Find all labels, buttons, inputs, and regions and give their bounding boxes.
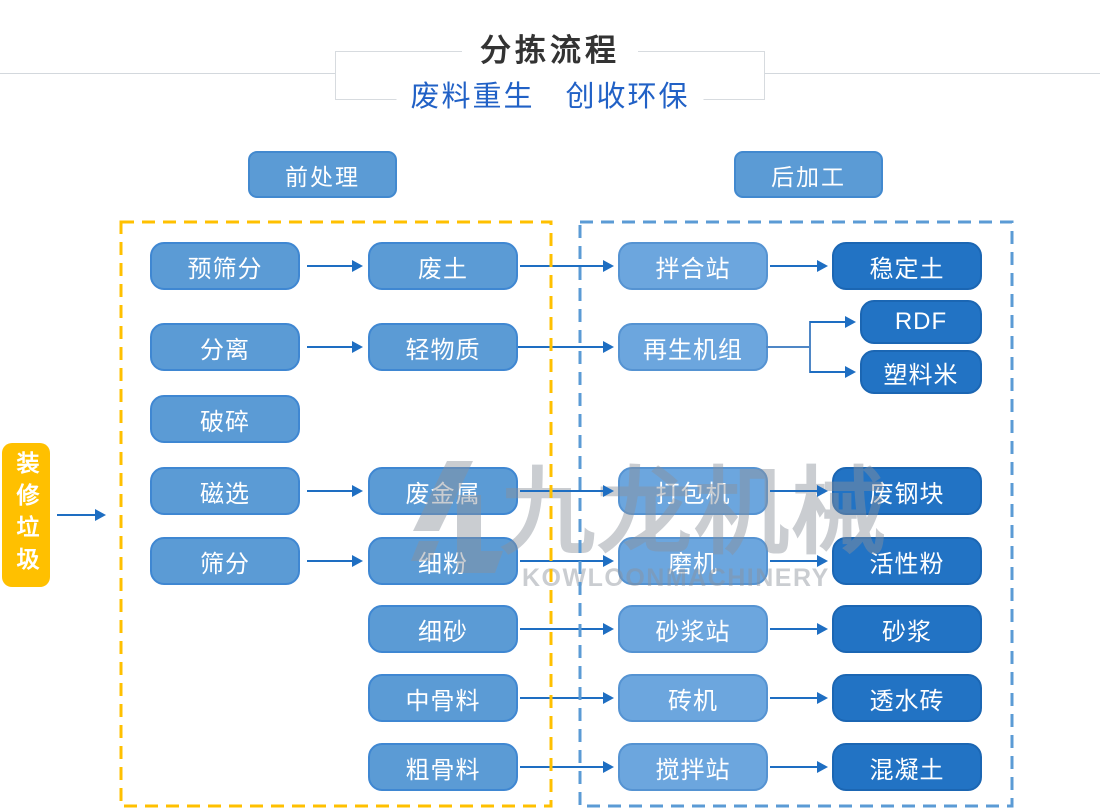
node-mortar-station: 砂浆站 — [618, 605, 768, 653]
arrow-fork-to-plasticpellets — [810, 371, 854, 373]
node-batching-station: 搅拌站 — [618, 743, 768, 791]
stage-label-preprocessing: 前处理 — [248, 151, 397, 198]
node-separation: 分离 — [150, 323, 300, 371]
connector-recyclingunit-stub — [766, 346, 810, 348]
node-crushing: 破碎 — [150, 395, 300, 443]
node-fine-powder: 细粉 — [368, 537, 518, 585]
node-medium-aggregate: 中骨料 — [368, 674, 518, 722]
arrow-source-to-preprocessing — [57, 514, 104, 516]
node-scrap-metal: 废金属 — [368, 467, 518, 515]
node-plastic-pellets: 塑料米 — [860, 350, 982, 394]
node-light-material: 轻物质 — [368, 323, 518, 371]
page-subtitle: 废料重生 创收环保 — [396, 80, 704, 115]
node-magnetic-separation: 磁选 — [150, 467, 300, 515]
arrow-finepowder-to-mill — [520, 560, 612, 562]
node-rdf: RDF — [860, 300, 982, 344]
node-mortar: 砂浆 — [832, 605, 982, 653]
node-pre-screening: 预筛分 — [150, 242, 300, 290]
node-baler: 打包机 — [618, 467, 768, 515]
node-concrete: 混凝土 — [832, 743, 982, 791]
arrow-mortarstation-to-mortar — [770, 628, 826, 630]
arrow-lightmaterial-to-recyclingunit — [518, 346, 612, 348]
node-mill: 磨机 — [618, 537, 768, 585]
node-brick-machine: 砖机 — [618, 674, 768, 722]
arrow-mixingstation-to-stabilizedsoil — [770, 265, 826, 267]
node-screening: 筛分 — [150, 537, 300, 585]
arrow-fork-to-rdf — [810, 321, 854, 323]
arrow-brickmachine-to-permeablebrick — [770, 697, 826, 699]
arrow-mediumaggregate-to-brickmachine — [520, 697, 612, 699]
node-fine-sand: 细砂 — [368, 605, 518, 653]
connector-fork-vertical — [809, 321, 811, 373]
node-active-powder: 活性粉 — [832, 537, 982, 585]
node-renovation-waste: 装修垃圾 — [2, 443, 50, 587]
arrow-screening-to-finepowder — [307, 560, 361, 562]
arrow-baler-to-steelblocks — [770, 490, 826, 492]
page-title: 分拣流程 — [462, 32, 638, 70]
arrow-scrapmetal-to-baler — [520, 490, 612, 492]
arrow-coarseaggregate-to-batchingstation — [520, 766, 612, 768]
arrow-wastesoil-to-mixingstation — [520, 265, 612, 267]
arrow-batchingstation-to-concrete — [770, 766, 826, 768]
arrow-separation-to-lightmaterial — [307, 346, 361, 348]
node-stabilized-soil: 稳定土 — [832, 242, 982, 290]
arrow-finesand-to-mortarstation — [520, 628, 612, 630]
node-coarse-aggregate: 粗骨料 — [368, 743, 518, 791]
node-recycling-unit: 再生机组 — [618, 323, 768, 371]
node-mixing-station: 拌合站 — [618, 242, 768, 290]
arrow-magnetic-to-scrapmetal — [307, 490, 361, 492]
node-permeable-brick: 透水砖 — [832, 674, 982, 722]
arrow-mill-to-activepowder — [770, 560, 826, 562]
stage-label-postprocessing: 后加工 — [734, 151, 883, 198]
node-steel-blocks: 废钢块 — [832, 467, 982, 515]
node-waste-soil: 废土 — [368, 242, 518, 290]
arrow-prescreening-to-wastesoil — [307, 265, 361, 267]
